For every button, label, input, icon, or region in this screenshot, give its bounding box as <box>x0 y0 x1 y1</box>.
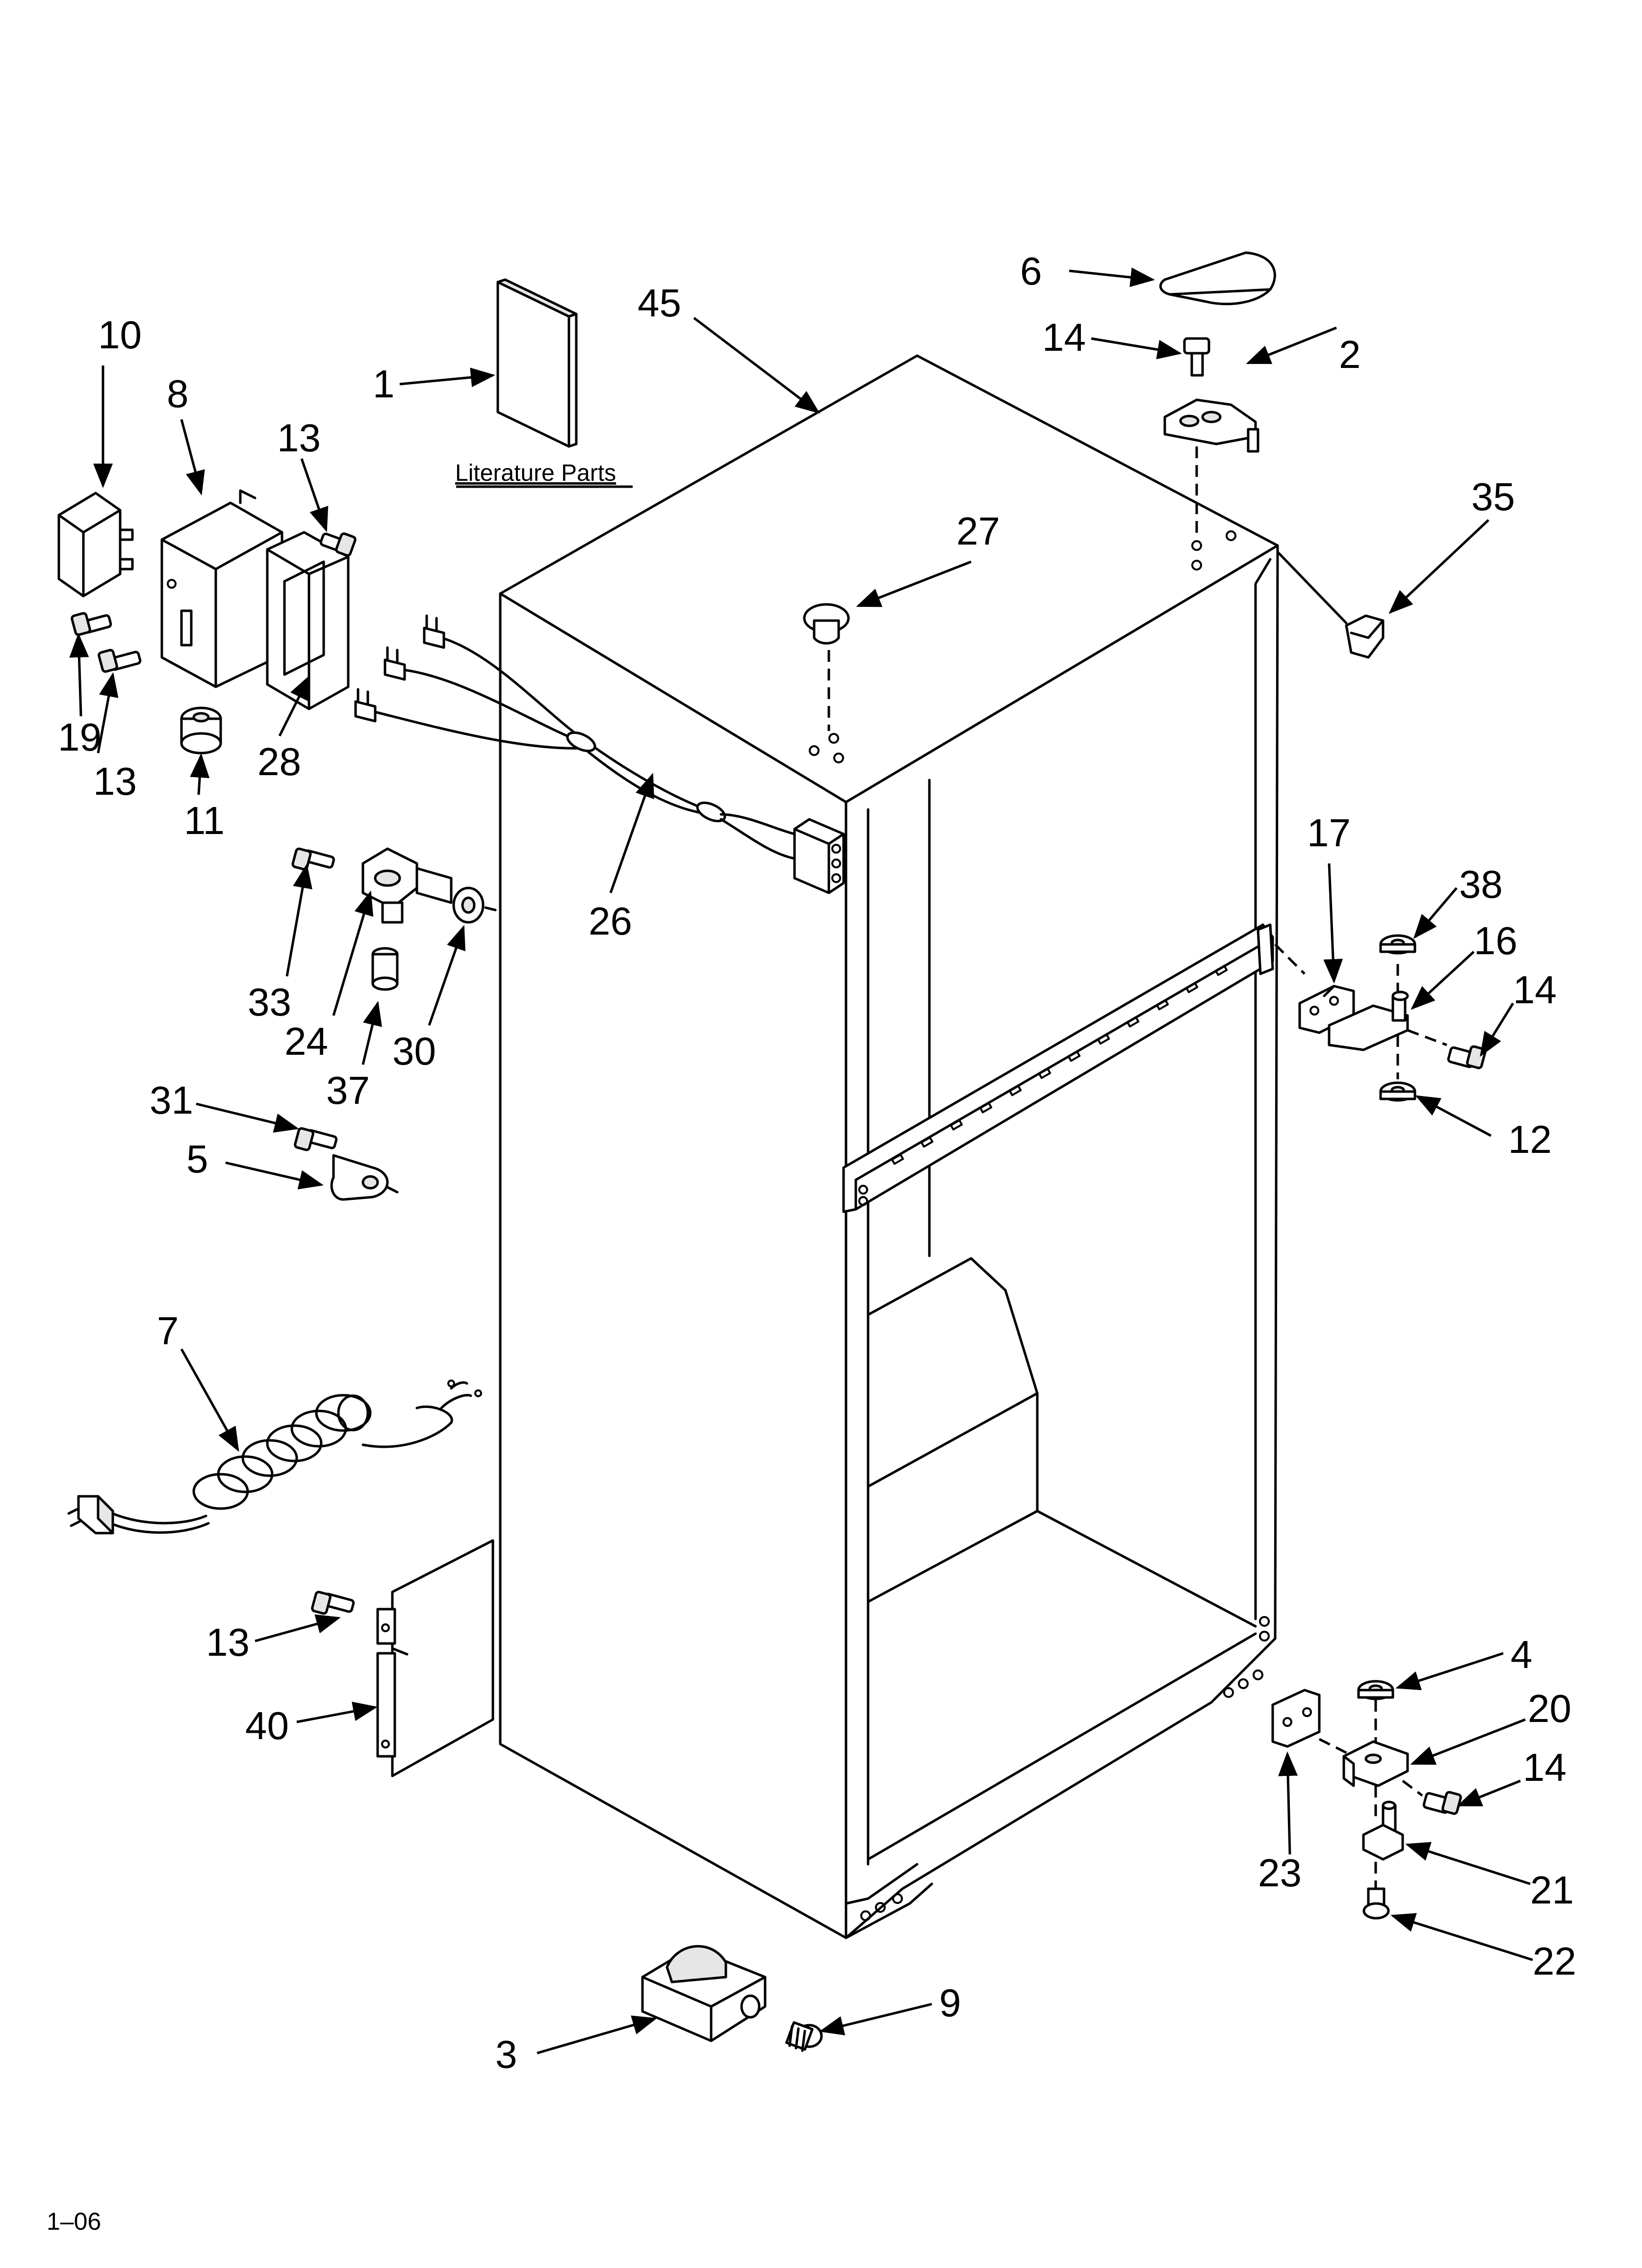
callout-40: 40 <box>245 1704 289 1747</box>
leveling-screw <box>785 2021 823 2052</box>
callout-37: 37 <box>326 1069 370 1112</box>
callout-45: 45 <box>638 281 681 325</box>
callout-30: 30 <box>392 1029 436 1073</box>
callout-2: 2 <box>1339 333 1361 376</box>
callout-7: 7 <box>157 1309 179 1353</box>
leader-lines <box>69 267 1533 2055</box>
callout-11: 11 <box>184 799 225 842</box>
roller-assembly <box>641 1945 823 2052</box>
callout-16: 16 <box>1474 919 1517 963</box>
literature-book <box>496 278 578 448</box>
callout-22: 22 <box>1533 1939 1576 1983</box>
callout-17: 17 <box>1307 811 1351 855</box>
callout-33: 33 <box>248 980 291 1024</box>
callout-13-panel: 13 <box>206 1620 250 1664</box>
bottom-hinge-assembly <box>1271 1680 1462 1920</box>
callout-9: 9 <box>939 1981 961 2025</box>
callout-labels: 1 45 6 14 2 35 27 10 8 13 19 13 11 28 26… <box>58 249 1576 2076</box>
callout-14-center: 14 <box>1513 968 1557 1012</box>
callout-35: 35 <box>1471 475 1515 519</box>
top-hinge-assembly <box>1159 251 1276 535</box>
callout-8: 8 <box>167 372 189 416</box>
callout-5: 5 <box>186 1137 208 1181</box>
literature-parts-caption: Literature Parts <box>455 460 616 486</box>
drain-fitting-assembly <box>291 847 497 991</box>
callout-12: 12 <box>1508 1118 1552 1161</box>
callout-13-relay: 13 <box>277 416 321 460</box>
callout-3: 3 <box>495 2033 517 2076</box>
callout-19: 19 <box>58 715 102 759</box>
callout-24: 24 <box>284 1019 328 1063</box>
footer-code: 1–06 <box>47 2208 101 2235</box>
callout-28: 28 <box>257 740 301 783</box>
callout-14-bottom: 14 <box>1523 1746 1566 1789</box>
cord-clamp <box>294 1127 399 1201</box>
power-cord <box>67 1380 482 1535</box>
callout-14-top: 14 <box>1042 315 1086 359</box>
cabinet-shell <box>499 354 1279 1939</box>
callout-38: 38 <box>1459 862 1503 906</box>
callout-27: 27 <box>956 509 1000 553</box>
callout-23: 23 <box>1258 1851 1302 1895</box>
hinge-cap <box>1276 550 1385 659</box>
hole-plug <box>803 603 850 731</box>
center-hinge-assembly <box>1274 934 1487 1102</box>
rear-access-panel <box>311 1539 494 1777</box>
callout-31: 31 <box>150 1078 193 1122</box>
callout-13-lower: 13 <box>93 759 137 803</box>
callout-10: 10 <box>98 313 142 357</box>
callout-6: 6 <box>1020 249 1042 293</box>
callout-4: 4 <box>1511 1633 1533 1676</box>
callout-21: 21 <box>1530 1868 1574 1912</box>
relay-overload-assembly <box>57 489 357 755</box>
callout-1: 1 <box>373 362 395 406</box>
callout-26: 26 <box>589 899 632 943</box>
callout-20: 20 <box>1528 1687 1571 1730</box>
